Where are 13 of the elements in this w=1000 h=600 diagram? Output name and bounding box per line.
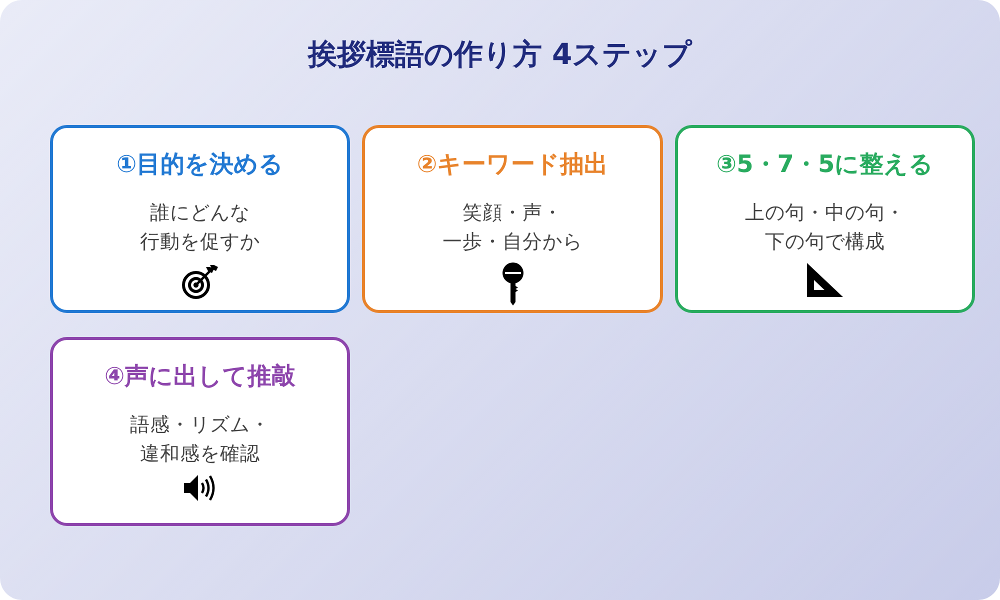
step-description: 上の句・中の句・下の句で構成 — [745, 200, 905, 255]
step-description: 誰にどんな行動を促すか — [140, 200, 260, 255]
step-card — [50, 125, 350, 313]
step-heading: ②キーワード抽出 — [416, 149, 608, 180]
step-card — [675, 125, 975, 313]
diagram-title: 挨拶標語の作り方 4ステップ — [306, 36, 694, 73]
step-card — [362, 125, 663, 313]
step-description: 笑顔・声・一歩・自分から — [442, 200, 582, 255]
step-heading: ③5・7・5に整える — [716, 149, 934, 180]
step-heading: ④声に出して推敲 — [104, 361, 296, 392]
step-description: 語感・リズム・違和感を確認 — [130, 412, 270, 467]
step-heading: ①目的を決める — [116, 149, 284, 180]
step-card — [50, 337, 350, 526]
